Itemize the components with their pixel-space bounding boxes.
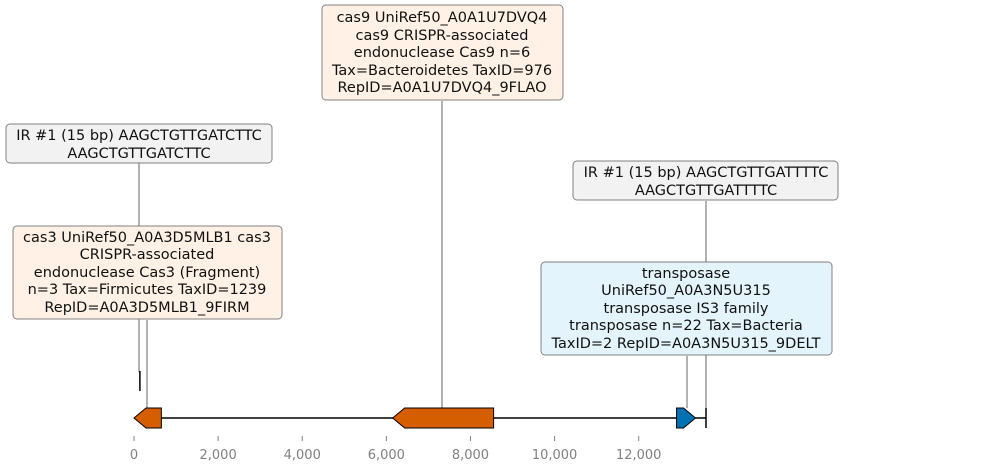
annotation-line: endonuclease Cas9 n=6 [354, 45, 530, 61]
axis-tick-label: 4,000 [284, 448, 321, 463]
annotation-cas3: cas3 UniRef50_A0A3D5MLB1 cas3 CRISPR-ass… [12, 225, 283, 320]
annotation-line: IR #1 (15 bp) AAGCTGTTGATTTTC [584, 165, 829, 181]
position-axis: 0 2,000 4,000 6,000 8,000 10,000 12,000 [130, 436, 662, 463]
annotation-line: transposase IS3 family [604, 301, 769, 317]
annotation-line: AAGCTGTTGATTTTC [635, 183, 777, 199]
axis-tick-label: 2,000 [200, 448, 237, 463]
gene-arrow-transposase [676, 407, 697, 429]
annotation-line: AAGCTGTTGATCTTC [67, 146, 210, 162]
axis-tick-label: 8,000 [452, 448, 489, 463]
annotation-cas9: cas9 UniRef50_A0A1U7DVQ4 cas9 CRISPR-ass… [321, 4, 564, 101]
gene-arrow-cas3 [133, 407, 162, 429]
annotation-transposase: transposase UniRef50_A0A3N5U315 transpos… [540, 261, 833, 356]
annotation-line: Tax=Bacteroidetes TaxID=976 [331, 63, 552, 79]
annotation-line: n=3 Tax=Firmicutes TaxID=1239 [28, 282, 267, 298]
annotation-line: CRISPR-associated [80, 247, 215, 263]
axis-tick-label: 6,000 [368, 448, 405, 463]
axis-tick-label: 10,000 [532, 448, 578, 463]
annotation-line: UniRef50_A0A3N5U315 [601, 283, 771, 299]
annotation-line: transposase n=22 Tax=Bacteria [569, 318, 803, 334]
annotation-line: cas9 UniRef50_A0A1U7DVQ4 [337, 10, 548, 26]
annotation-line: RepID=A0A1U7DVQ4_9FLAO [337, 80, 546, 96]
annotation-line: IR #1 (15 bp) AAGCTGTTGATCTTC [16, 128, 262, 144]
annotation-ir-right: IR #1 (15 bp) AAGCTGTTGATTTTC AAGCTGTTGA… [572, 160, 839, 201]
gene-arrow-cas9 [391, 407, 495, 429]
annotation-line: transposase [642, 266, 730, 282]
annotation-line: cas9 CRISPR-associated [356, 28, 529, 44]
genome-track [133, 371, 707, 429]
axis-tick-label: 0 [130, 448, 138, 463]
annotation-ir-left: IR #1 (15 bp) AAGCTGTTGATCTTC AAGCTGTTGA… [5, 123, 273, 164]
axis-tick-label: 12,000 [616, 448, 662, 463]
annotation-line: endonuclease Cas3 (Fragment) [34, 265, 260, 281]
annotation-line: cas3 UniRef50_A0A3D5MLB1 cas3 [23, 230, 271, 246]
annotation-line: RepID=A0A3D5MLB1_9FIRM [44, 300, 249, 316]
annotation-line: TaxID=2 RepID=A0A3N5U315_9DELT [551, 336, 821, 352]
